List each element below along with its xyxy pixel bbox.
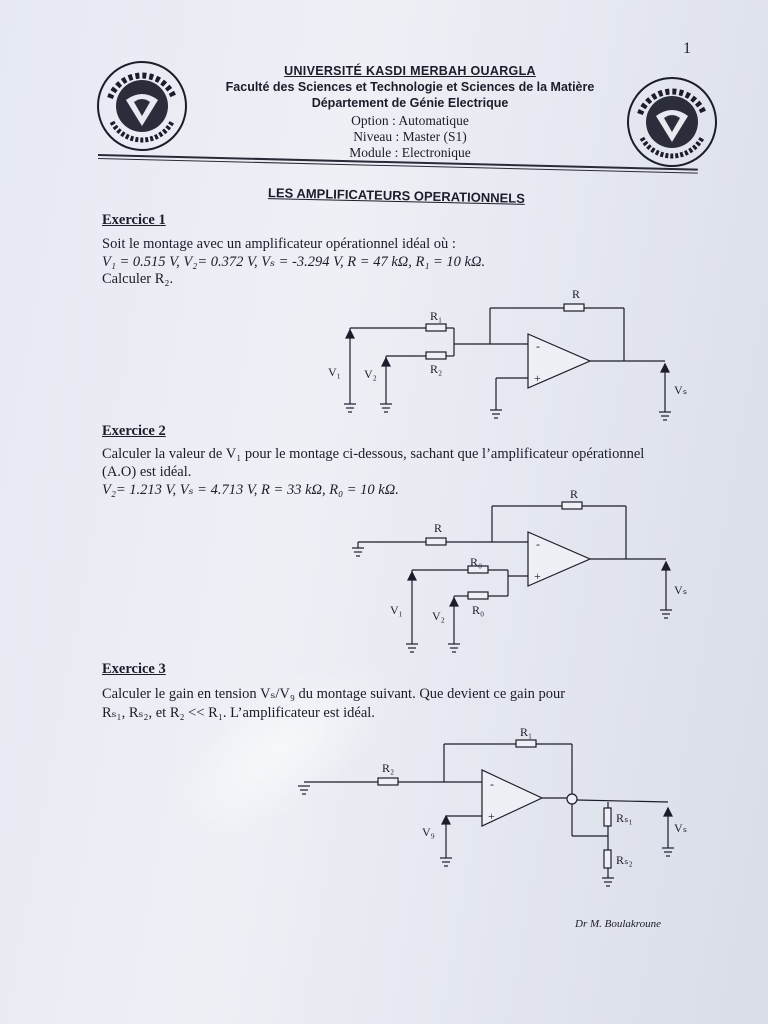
exercise-1-title: Exercice 1 <box>102 212 166 228</box>
svg-text:Vₛ: Vₛ <box>674 583 687 597</box>
exercise-2-title: Exercice 2 <box>102 423 166 439</box>
svg-text:R₁: R₁ <box>520 725 532 739</box>
svg-text:+: + <box>488 809 495 823</box>
svg-text:R₀: R₀ <box>470 555 482 569</box>
exercise-2-line-2: (A.O) est idéal. <box>102 464 192 480</box>
svg-text:V₂: V₂ <box>364 367 377 381</box>
author-signature: Dr M. Boulakroune <box>575 918 662 930</box>
svg-text:R: R <box>572 287 580 301</box>
module-line: Module : Electronique <box>349 145 471 160</box>
svg-text:R₀: R₀ <box>472 603 484 617</box>
svg-text:-: - <box>536 339 540 353</box>
svg-text:R: R <box>570 487 578 501</box>
svg-text:R₂: R₂ <box>382 761 394 775</box>
svg-text:R: R <box>434 521 442 535</box>
department-name: Département de Génie Electrique <box>311 96 509 110</box>
university-logo-right <box>627 77 717 167</box>
exercise-1-line-3: Calculer R₂. <box>102 271 174 287</box>
university-logo-left <box>97 61 187 151</box>
svg-text:+: + <box>534 569 541 583</box>
exercise-3-circuit: - + R₁ R₂ V₉ Rₛ₁ Rₛ₂ <box>298 725 687 887</box>
svg-text:Vₛ: Vₛ <box>674 821 687 835</box>
exercise-1-line-2: V₁ = 0.515 V, V₂= 0.372 V, Vₛ = -3.294 V… <box>102 254 486 270</box>
svg-text:+: + <box>534 371 541 385</box>
svg-text:Rₛ₁: Rₛ₁ <box>616 811 633 825</box>
exercise-3-line-2: Rₛ₁, Rₛ₂, et R₂ << R₁. L’amplificateur e… <box>102 705 375 721</box>
svg-text:Rₛ₂: Rₛ₂ <box>616 853 633 867</box>
exercise-1-circuit: - + R R₁ R₂ V₁ V₂ <box>328 287 687 421</box>
svg-text:V₁: V₁ <box>328 365 341 379</box>
svg-text:Vₛ: Vₛ <box>674 383 687 397</box>
option-line: Option : Automatique <box>351 113 469 128</box>
page-number: 1 <box>683 40 691 57</box>
svg-text:V₉: V₉ <box>422 825 435 839</box>
exercise-2-line-1: Calculer la valeur de V₁ pour le montage… <box>102 446 645 462</box>
exercise-2-circuit: - + R R R₀ R₀ V₁ <box>352 487 687 653</box>
exercise-3-line-1: Calculer le gain en tension Vₛ/V₉ du mon… <box>102 686 566 702</box>
university-name: UNIVERSITÉ KASDI MERBAH OUARGLA <box>284 64 536 78</box>
document-title: LES AMPLIFICATEURS OPERATIONNELS <box>267 185 526 206</box>
svg-text:V₂: V₂ <box>432 609 445 623</box>
opamp-triangle <box>527 333 592 389</box>
svg-text:V₁: V₁ <box>390 603 403 617</box>
svg-text:R₂: R₂ <box>430 362 442 376</box>
exercise-3-title: Exercice 3 <box>102 661 166 677</box>
svg-text:R₁: R₁ <box>430 309 442 323</box>
exercise-1-line-1: Soit le montage avec un amplificateur op… <box>102 236 456 252</box>
faculty-name: Faculté des Sciences et Technologie et S… <box>225 80 595 94</box>
svg-text:-: - <box>490 777 494 791</box>
svg-text:-: - <box>536 537 540 551</box>
exercise-2-line-3: V₂= 1.213 V, Vₛ = 4.713 V, R = 33 kΩ, R₀… <box>102 482 399 498</box>
niveau-line: Niveau : Master (S1) <box>353 129 467 144</box>
